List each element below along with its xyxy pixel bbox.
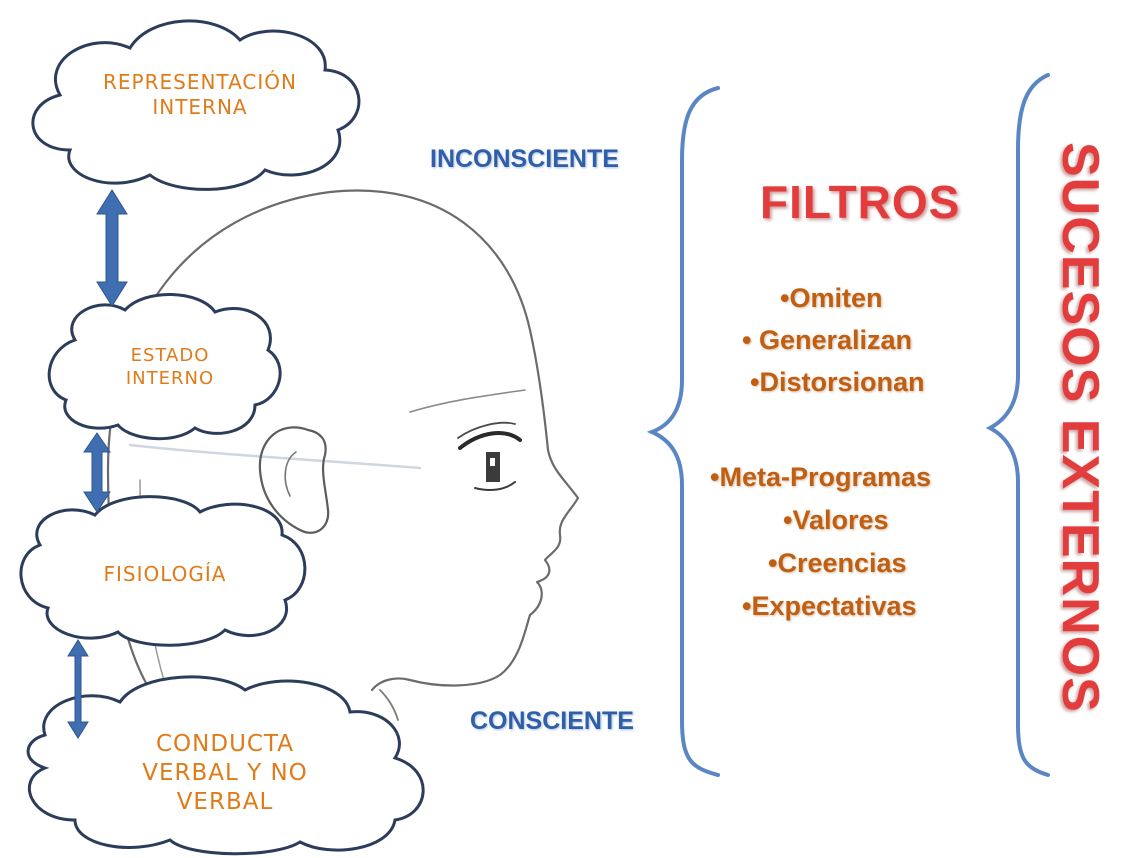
filter-item: • Generalizan xyxy=(742,325,913,355)
cloud-text-fisiologia: FISIOLOGÍA xyxy=(50,562,280,587)
cloud-conducta xyxy=(26,675,425,856)
label-inconsciente: INCONSCIENTE xyxy=(430,145,619,173)
cloud-line: INTERNA xyxy=(152,95,248,119)
cloud-line: ESTADO xyxy=(130,345,210,366)
cloud-text-representacion: REPRESENTACIÓN INTERNA xyxy=(70,70,330,120)
arrow-estado-fisiologia xyxy=(83,432,111,513)
filter-item: •Creencias xyxy=(768,548,907,578)
cloud-fisiologia xyxy=(19,495,307,647)
filter-item: •Expectativas xyxy=(742,591,917,621)
eye-iris xyxy=(486,452,500,482)
filter-item: •Meta-Programas xyxy=(710,462,932,492)
face-line xyxy=(128,443,422,470)
filtros-title: FILTROS xyxy=(760,176,961,228)
cloud-text-conducta: CONDUCTA VERBAL Y NO VERBAL xyxy=(90,730,360,816)
cloud-representacion-interna xyxy=(31,19,361,191)
ear-inner xyxy=(284,451,297,497)
eyebrow xyxy=(457,421,516,439)
eye-top xyxy=(458,431,522,450)
cloud-line: INTERNO xyxy=(125,367,215,389)
cloud-estado-interno xyxy=(47,293,282,441)
arrow-fisiologia-conducta xyxy=(67,639,89,739)
eye-highlight xyxy=(490,458,495,466)
label-consciente: CONSCIENTE xyxy=(470,707,634,735)
hairline xyxy=(409,389,526,413)
cloud-line: CONDUCTA xyxy=(156,731,294,757)
cloud-line: VERBAL xyxy=(176,788,274,815)
cloud-text-estado: ESTADO INTERNO xyxy=(80,345,260,390)
filter-item: •Valores xyxy=(783,505,889,535)
brace-sucesos xyxy=(985,73,1050,777)
filter-item: •Omiten xyxy=(780,283,883,313)
cloud-line: VERBAL Y NO xyxy=(142,759,308,786)
eye-bottom xyxy=(474,481,516,491)
ear-outline xyxy=(258,426,330,534)
neck-line xyxy=(379,689,399,721)
filter-item: •Distorsionan xyxy=(750,367,925,397)
cloud-line: FISIOLOGÍA xyxy=(103,562,227,586)
cloud-line: REPRESENTACIÓN xyxy=(103,70,297,94)
brace-filtros xyxy=(646,86,720,777)
sucesos-externos-label: SUCESOS EXTERNOS xyxy=(1051,142,1109,713)
arrow-representacion-estado xyxy=(96,189,128,307)
